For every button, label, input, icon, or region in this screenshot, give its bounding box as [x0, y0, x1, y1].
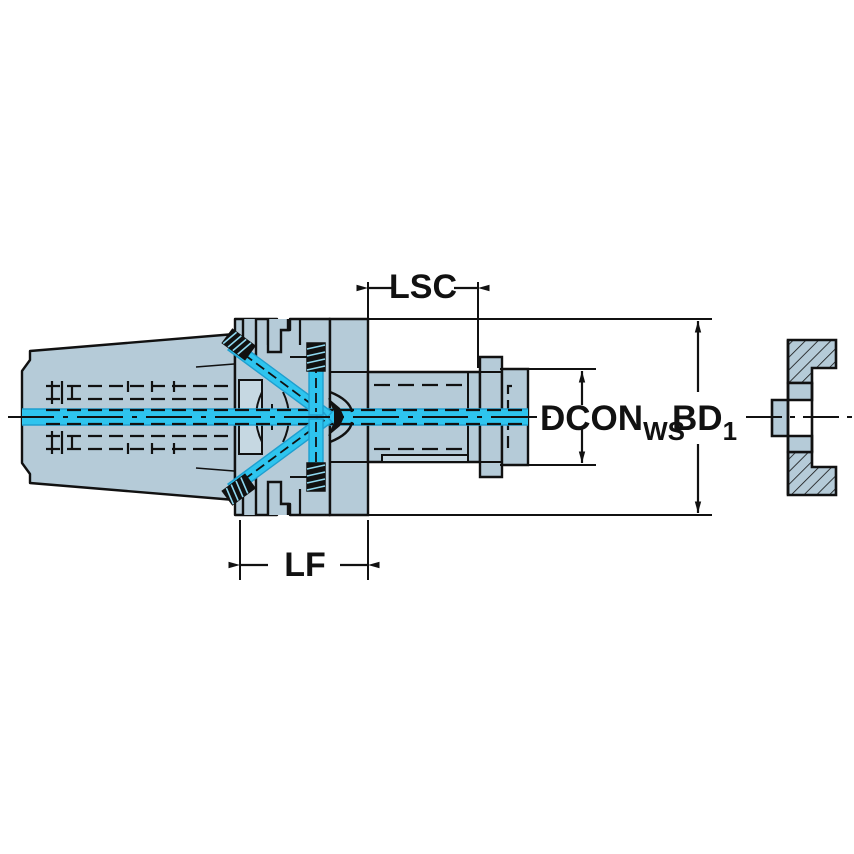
dimension-bd1: BD1	[328, 318, 737, 516]
cylinder-flat-keyway	[381, 454, 469, 463]
lf-label: LF	[284, 546, 326, 584]
coolant-junction	[328, 390, 354, 444]
taper-hidden-bore-upper	[46, 384, 232, 401]
taper-surface-lines	[195, 363, 235, 472]
coolant-hidden-lines	[46, 408, 528, 426]
bd1-label-main: BD	[672, 399, 723, 438]
clamping-flange-lines	[480, 371, 502, 463]
bd1-label-sub: 1	[723, 416, 737, 446]
bd1-label-group: BD1	[672, 399, 737, 446]
coolant-plug-lower	[306, 462, 326, 492]
dimension-lsc: LSC	[356, 268, 490, 368]
main-section-view	[8, 317, 560, 517]
central-body-lines	[330, 371, 368, 463]
taper-hidden-bore-lower	[46, 434, 232, 451]
coolant-nozzle	[221, 328, 326, 506]
nose-bore-hidden	[506, 384, 512, 450]
coolant-channel	[22, 328, 528, 506]
dimension-lf: LF	[228, 520, 380, 584]
coolant-plug-upper	[306, 342, 326, 372]
end-section-view	[746, 338, 854, 497]
dcon-label-main: DCON	[540, 399, 643, 438]
groove-notch-upper-2	[266, 319, 290, 354]
dimension-dcon-ws: DCONWS	[500, 368, 685, 466]
dcon-label-sub: WS	[643, 416, 685, 446]
coolant-axial-edges	[22, 408, 528, 426]
lsc-label: LSC	[389, 268, 457, 306]
dcon-label-group: DCONWS	[540, 399, 685, 446]
taper-bore-steps	[50, 381, 176, 454]
groove-notch-lower-2	[266, 480, 290, 515]
